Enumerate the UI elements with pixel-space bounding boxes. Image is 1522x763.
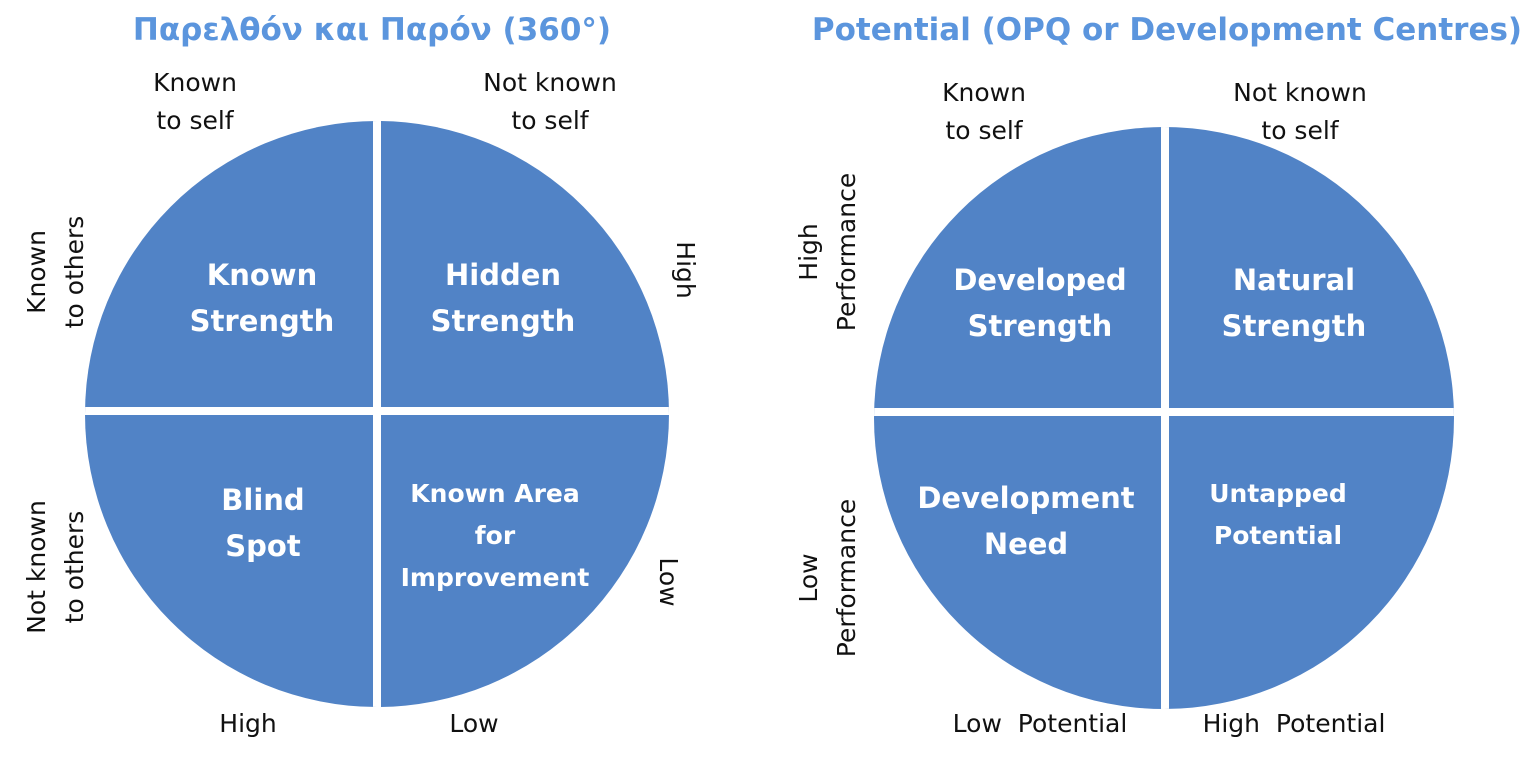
label-known-to-self: Known to self — [153, 64, 237, 140]
divider-horizontal — [85, 407, 669, 415]
label-high-potential: High Potential — [1202, 709, 1386, 738]
label-line: Not known — [483, 68, 617, 97]
q-line: Spot — [225, 529, 301, 563]
label-line: to others — [60, 510, 89, 624]
label-line: to others — [60, 215, 89, 329]
q-line: Potential — [1213, 521, 1343, 550]
label-low-potential: Low Potential — [952, 709, 1128, 738]
label-high-performance: High Performance — [790, 173, 866, 331]
q-line: Blind — [221, 483, 305, 517]
q-line: Strength — [967, 309, 1113, 343]
label-line: Not known — [1233, 78, 1367, 107]
q-line: Strength — [430, 304, 576, 338]
q-line: for — [474, 521, 516, 550]
label-line: to self — [1261, 116, 1339, 145]
label-not-known-to-others: Not known to others — [18, 500, 94, 634]
q-line: Natural — [1232, 263, 1356, 297]
q-line: Improvement — [400, 563, 590, 592]
label-not-known-to-self: Not known to self — [483, 64, 617, 140]
label-line: to self — [945, 116, 1023, 145]
label-line: Performance — [832, 172, 861, 332]
label-line: Known — [942, 78, 1026, 107]
label-line: Not known — [22, 500, 51, 634]
label-right-high: High — [671, 241, 700, 299]
label-line: Known — [22, 230, 51, 314]
label-line: to self — [156, 106, 234, 135]
label-not-known-to-self: Not known to self — [1233, 74, 1367, 150]
label-line: Known — [153, 68, 237, 97]
q-line: Known Area — [410, 479, 580, 508]
q-line: Untapped — [1209, 479, 1347, 508]
label-line: Performance — [832, 498, 861, 658]
q-line: Strength — [1221, 309, 1367, 343]
left-title: Παρελθόν και Παρόν (360°) — [132, 12, 612, 48]
label-known-to-self: Known to self — [942, 74, 1026, 150]
q-line: Developed — [953, 263, 1127, 297]
q-line: Known — [206, 258, 318, 292]
label-right-low: Low — [654, 557, 683, 607]
q-line: Need — [983, 527, 1069, 561]
q-line: Hidden — [444, 258, 562, 292]
right-title: Potential (OPQ or Development Centres) — [811, 12, 1522, 48]
q-line: Development — [917, 481, 1135, 515]
label-bottom-low: Low — [449, 709, 499, 738]
label-known-to-others: Known to others — [18, 216, 94, 329]
divider-horizontal — [874, 408, 1454, 416]
label-line: High — [794, 223, 823, 281]
q-line: Strength — [189, 304, 335, 338]
label-low-performance: Low Performance — [790, 499, 866, 657]
label-line: Low — [794, 553, 823, 603]
divider-vertical — [1161, 127, 1169, 709]
label-line: to self — [511, 106, 589, 135]
label-bottom-high: High — [219, 709, 277, 738]
